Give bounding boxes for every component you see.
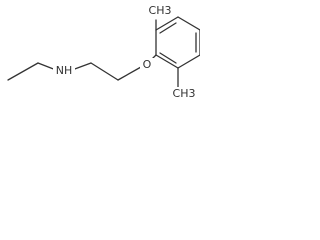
ring-bond-2 <box>155 16 179 31</box>
ring-bond-5 <box>177 54 200 69</box>
bond-ethyl-c1-c2 <box>7 62 39 81</box>
bond-c3-c4 <box>90 62 119 81</box>
methyl-top-label: CH3 <box>149 4 172 17</box>
chemical-structure-diagram: NH O CH3 CH3 <box>7 4 200 101</box>
ring-double-bond-1 <box>159 22 177 34</box>
ring-bond-3 <box>177 16 200 31</box>
ring-bond-6 <box>155 54 179 69</box>
ring-double-bond-3 <box>159 52 177 64</box>
amine-nitrogen-label: NH <box>56 64 73 77</box>
bond-n-c3 <box>71 62 92 71</box>
methyl-bottom-label: CH3 <box>173 87 196 100</box>
bond-c4-o <box>117 66 142 81</box>
ether-oxygen-label: O <box>143 58 152 71</box>
